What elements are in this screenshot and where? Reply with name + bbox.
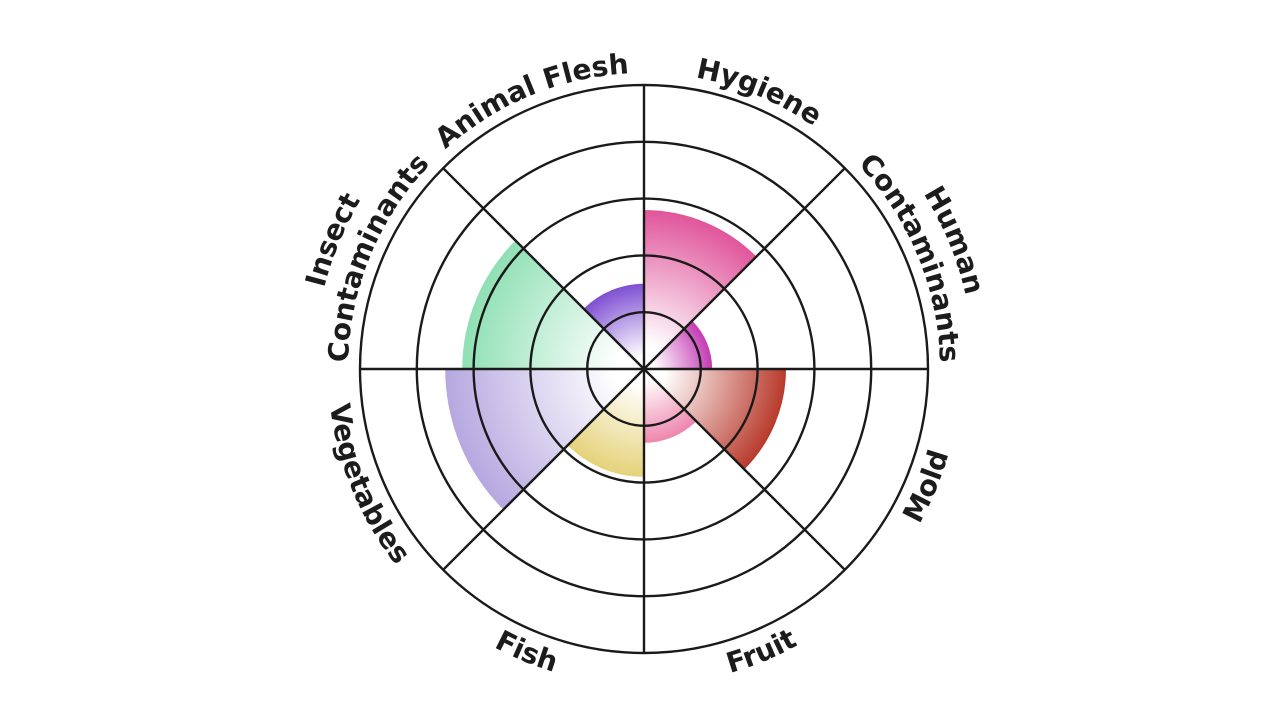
spoke-1 xyxy=(643,167,846,370)
spoke-5 xyxy=(442,368,645,571)
wedge-mold xyxy=(644,369,786,470)
category-label-fruit: Fruit xyxy=(722,622,801,680)
spoke-7 xyxy=(442,167,645,370)
category-label-vegetables: Vegetables xyxy=(323,401,417,569)
category-label-hygiene: Hygiene xyxy=(694,52,828,132)
grid-layer xyxy=(358,83,930,655)
wedge-layer xyxy=(445,209,786,510)
wedge-insect-contaminants xyxy=(462,240,644,369)
wedge-hygiene xyxy=(644,209,757,369)
wedge-animal-flesh xyxy=(583,283,644,369)
spoke-3 xyxy=(643,368,846,571)
category-label-fish: Fish xyxy=(490,624,562,679)
category-label-mold: Mold xyxy=(896,446,955,528)
category-label-animal-flesh: Animal Flesh xyxy=(429,47,630,154)
wedge-vegetables xyxy=(445,369,644,510)
wedge-fish xyxy=(567,369,644,477)
wedge-human-contaminants xyxy=(644,320,713,369)
